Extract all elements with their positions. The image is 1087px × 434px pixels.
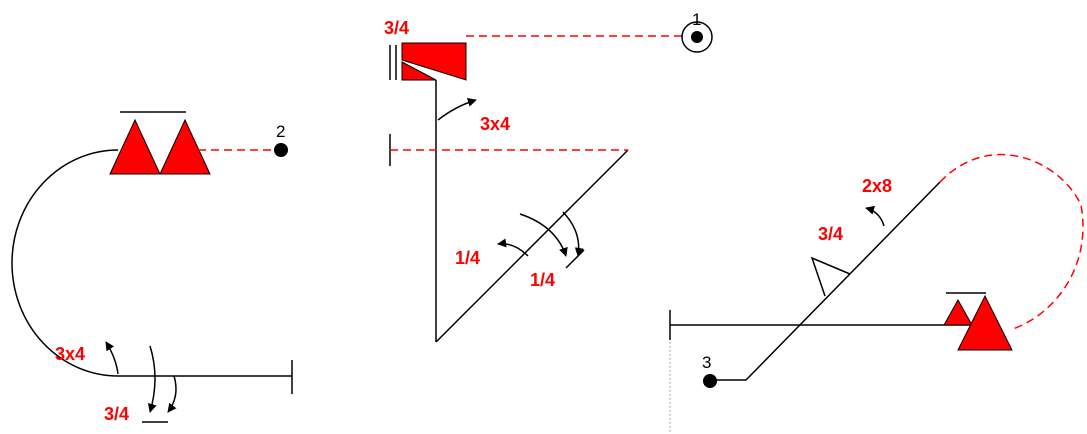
fig3-point bbox=[703, 374, 717, 388]
fig2-arrow-up bbox=[105, 341, 119, 375]
fig2-point bbox=[274, 143, 288, 157]
fig1-point-label: 1 bbox=[692, 10, 701, 29]
fig2-triangle-left bbox=[109, 118, 161, 175]
fig3-symbol bbox=[810, 256, 851, 297]
fig1-left-arc-label: 1/4 bbox=[455, 248, 480, 268]
figure-3: 3 3/4 2x8 bbox=[669, 153, 1084, 434]
fig1-top-label: 3/4 bbox=[384, 18, 409, 38]
figure-1: 3/4 1 3x4 1/4 1/4 bbox=[384, 10, 713, 343]
fig1-arrow-right-arc-2 bbox=[562, 211, 584, 257]
fig3-arrow-2x8 bbox=[865, 205, 885, 227]
fig3-point-label: 3 bbox=[702, 353, 711, 372]
fig2-triangle-right bbox=[159, 118, 211, 175]
fig1-arrow-left-arc bbox=[497, 238, 529, 257]
fig1-arrow-3x4 bbox=[437, 98, 477, 121]
fig2-curve bbox=[11, 149, 119, 377]
fig3-lead-line bbox=[710, 181, 941, 381]
fig1-point-ring bbox=[681, 21, 713, 53]
fig1-flag-upper bbox=[401, 42, 467, 81]
fig1-right-arc-label: 1/4 bbox=[530, 270, 555, 290]
fig3-dashed-curve bbox=[939, 153, 1084, 331]
fig2-arc-label: 3x4 bbox=[55, 344, 85, 364]
fig3-triangle-large bbox=[957, 294, 1013, 351]
fig3-side-label: 3/4 bbox=[818, 224, 843, 244]
fig3-triangle-small bbox=[943, 298, 973, 326]
fig2-point-label: 2 bbox=[276, 122, 285, 141]
fig1-arrow-label: 3x4 bbox=[480, 114, 510, 134]
fig1-diagonal-line bbox=[435, 149, 629, 343]
fig1-point bbox=[691, 31, 703, 43]
figure-2: 2 3x4 3/4 bbox=[11, 111, 293, 424]
fig1-flag-lower bbox=[401, 61, 437, 81]
fig2-arrow-down-2 bbox=[167, 375, 177, 413]
fig1-right-arc-tick bbox=[565, 249, 585, 269]
fig1-arrow-right-arc-1 bbox=[519, 213, 568, 257]
fig2-arrow-down-1 bbox=[147, 345, 157, 413]
fig2-bottom-label: 3/4 bbox=[104, 404, 129, 424]
fig3-top-label: 2x8 bbox=[862, 176, 892, 196]
